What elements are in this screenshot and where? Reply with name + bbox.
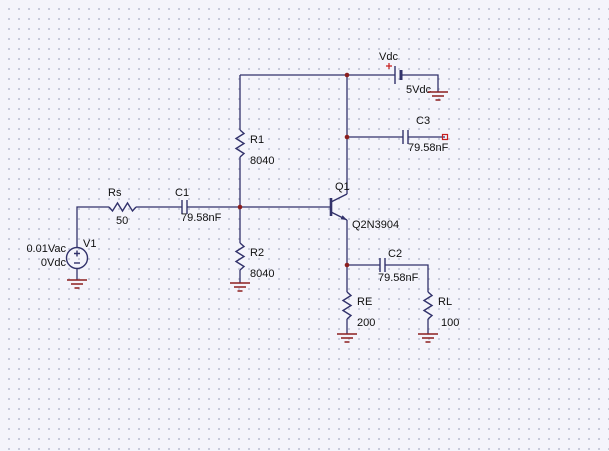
junction-dot (237, 204, 243, 210)
transistor-collector-lead[interactable] (330, 193, 348, 203)
rl-refdes-label[interactable]: RL (438, 296, 452, 308)
v1-ac-value-label[interactable]: 0.01Vac (26, 243, 66, 255)
ground-bars[interactable] (428, 91, 448, 101)
rs-value-label[interactable]: 50 (116, 215, 128, 227)
r1-value-label[interactable]: 8040 (250, 155, 274, 167)
rl-value-label[interactable]: 100 (441, 317, 459, 329)
ground-symbol-battery[interactable] (428, 91, 448, 101)
dc-source-vdc[interactable]: Vdc 5Vdc (379, 51, 432, 96)
resistor-body[interactable] (422, 291, 434, 320)
ac-source-v1[interactable]: V1 0.01Vac 0Vdc (26, 238, 96, 270)
emitter-arrow (340, 215, 347, 220)
wires (76, 74, 445, 334)
source-circle[interactable] (65, 246, 89, 270)
resistor-rl[interactable]: RL 100 (422, 291, 459, 329)
junction-dot (344, 134, 350, 140)
r2-value-label[interactable]: 8040 (250, 268, 274, 280)
c2-value-label[interactable]: 79.58nF (378, 272, 419, 284)
rs-refdes-label[interactable]: Rs (108, 187, 122, 199)
resistor-body[interactable] (341, 291, 353, 320)
wire-battery-to-ground[interactable] (401, 74, 439, 92)
v1-dc-value-label[interactable]: 0Vdc (41, 257, 67, 269)
junction-dot (344, 262, 350, 268)
resistor-r1[interactable]: R1 8040 (234, 129, 274, 167)
capacitor-c2[interactable]: C2 79.58nF (378, 248, 419, 284)
resistor-body[interactable] (108, 201, 137, 213)
ground-symbol-rl[interactable] (418, 333, 438, 343)
ground-bars[interactable] (67, 279, 87, 289)
resistor-r2[interactable]: R2 8040 (234, 242, 274, 280)
transistor-q1[interactable]: Q1 Q2N3904 (329, 181, 399, 231)
ground-symbol-r2[interactable] (230, 282, 250, 292)
c1-refdes-label[interactable]: C1 (175, 187, 189, 199)
resistor-body[interactable] (234, 129, 246, 158)
ground-symbol-v1[interactable] (67, 279, 87, 289)
capacitor-c3[interactable]: C3 79.58nF (402, 115, 449, 154)
c3-refdes-label[interactable]: C3 (416, 115, 430, 127)
battery-plus-sign (386, 63, 392, 69)
wire-c2-to-rl[interactable] (385, 264, 429, 292)
q1-model-label[interactable]: Q2N3904 (352, 219, 399, 231)
ground-symbol-re[interactable] (337, 333, 357, 343)
ground-bars[interactable] (337, 333, 357, 343)
capacitor-c1[interactable]: C1 79.58nF (175, 187, 222, 224)
re-value-label[interactable]: 200 (357, 317, 375, 329)
r2-refdes-label[interactable]: R2 (250, 247, 264, 259)
resistor-rs[interactable]: Rs 50 (108, 187, 137, 227)
c1-value-label[interactable]: 79.58nF (181, 212, 222, 224)
c2-refdes-label[interactable]: C2 (388, 248, 402, 260)
source-plus-sign (74, 250, 80, 257)
wire-v1-riser[interactable] (76, 206, 109, 247)
vdc-value-label[interactable]: 5Vdc (406, 84, 432, 96)
ground-bars[interactable] (230, 282, 250, 292)
r1-refdes-label[interactable]: R1 (250, 134, 264, 146)
junction-dot (344, 72, 350, 78)
junction-dots (237, 72, 350, 268)
q1-refdes-label[interactable]: Q1 (335, 181, 350, 193)
v1-refdes-label[interactable]: V1 (83, 238, 96, 250)
open-pin-marker (441, 133, 449, 141)
vdc-refdes-label[interactable]: Vdc (379, 51, 398, 63)
ground-bars[interactable] (418, 333, 438, 343)
c3-value-label[interactable]: 79.58nF (408, 142, 449, 154)
resistor-body[interactable] (234, 242, 246, 271)
re-refdes-label[interactable]: RE (357, 296, 372, 308)
resistor-re[interactable]: RE 200 (341, 291, 375, 329)
